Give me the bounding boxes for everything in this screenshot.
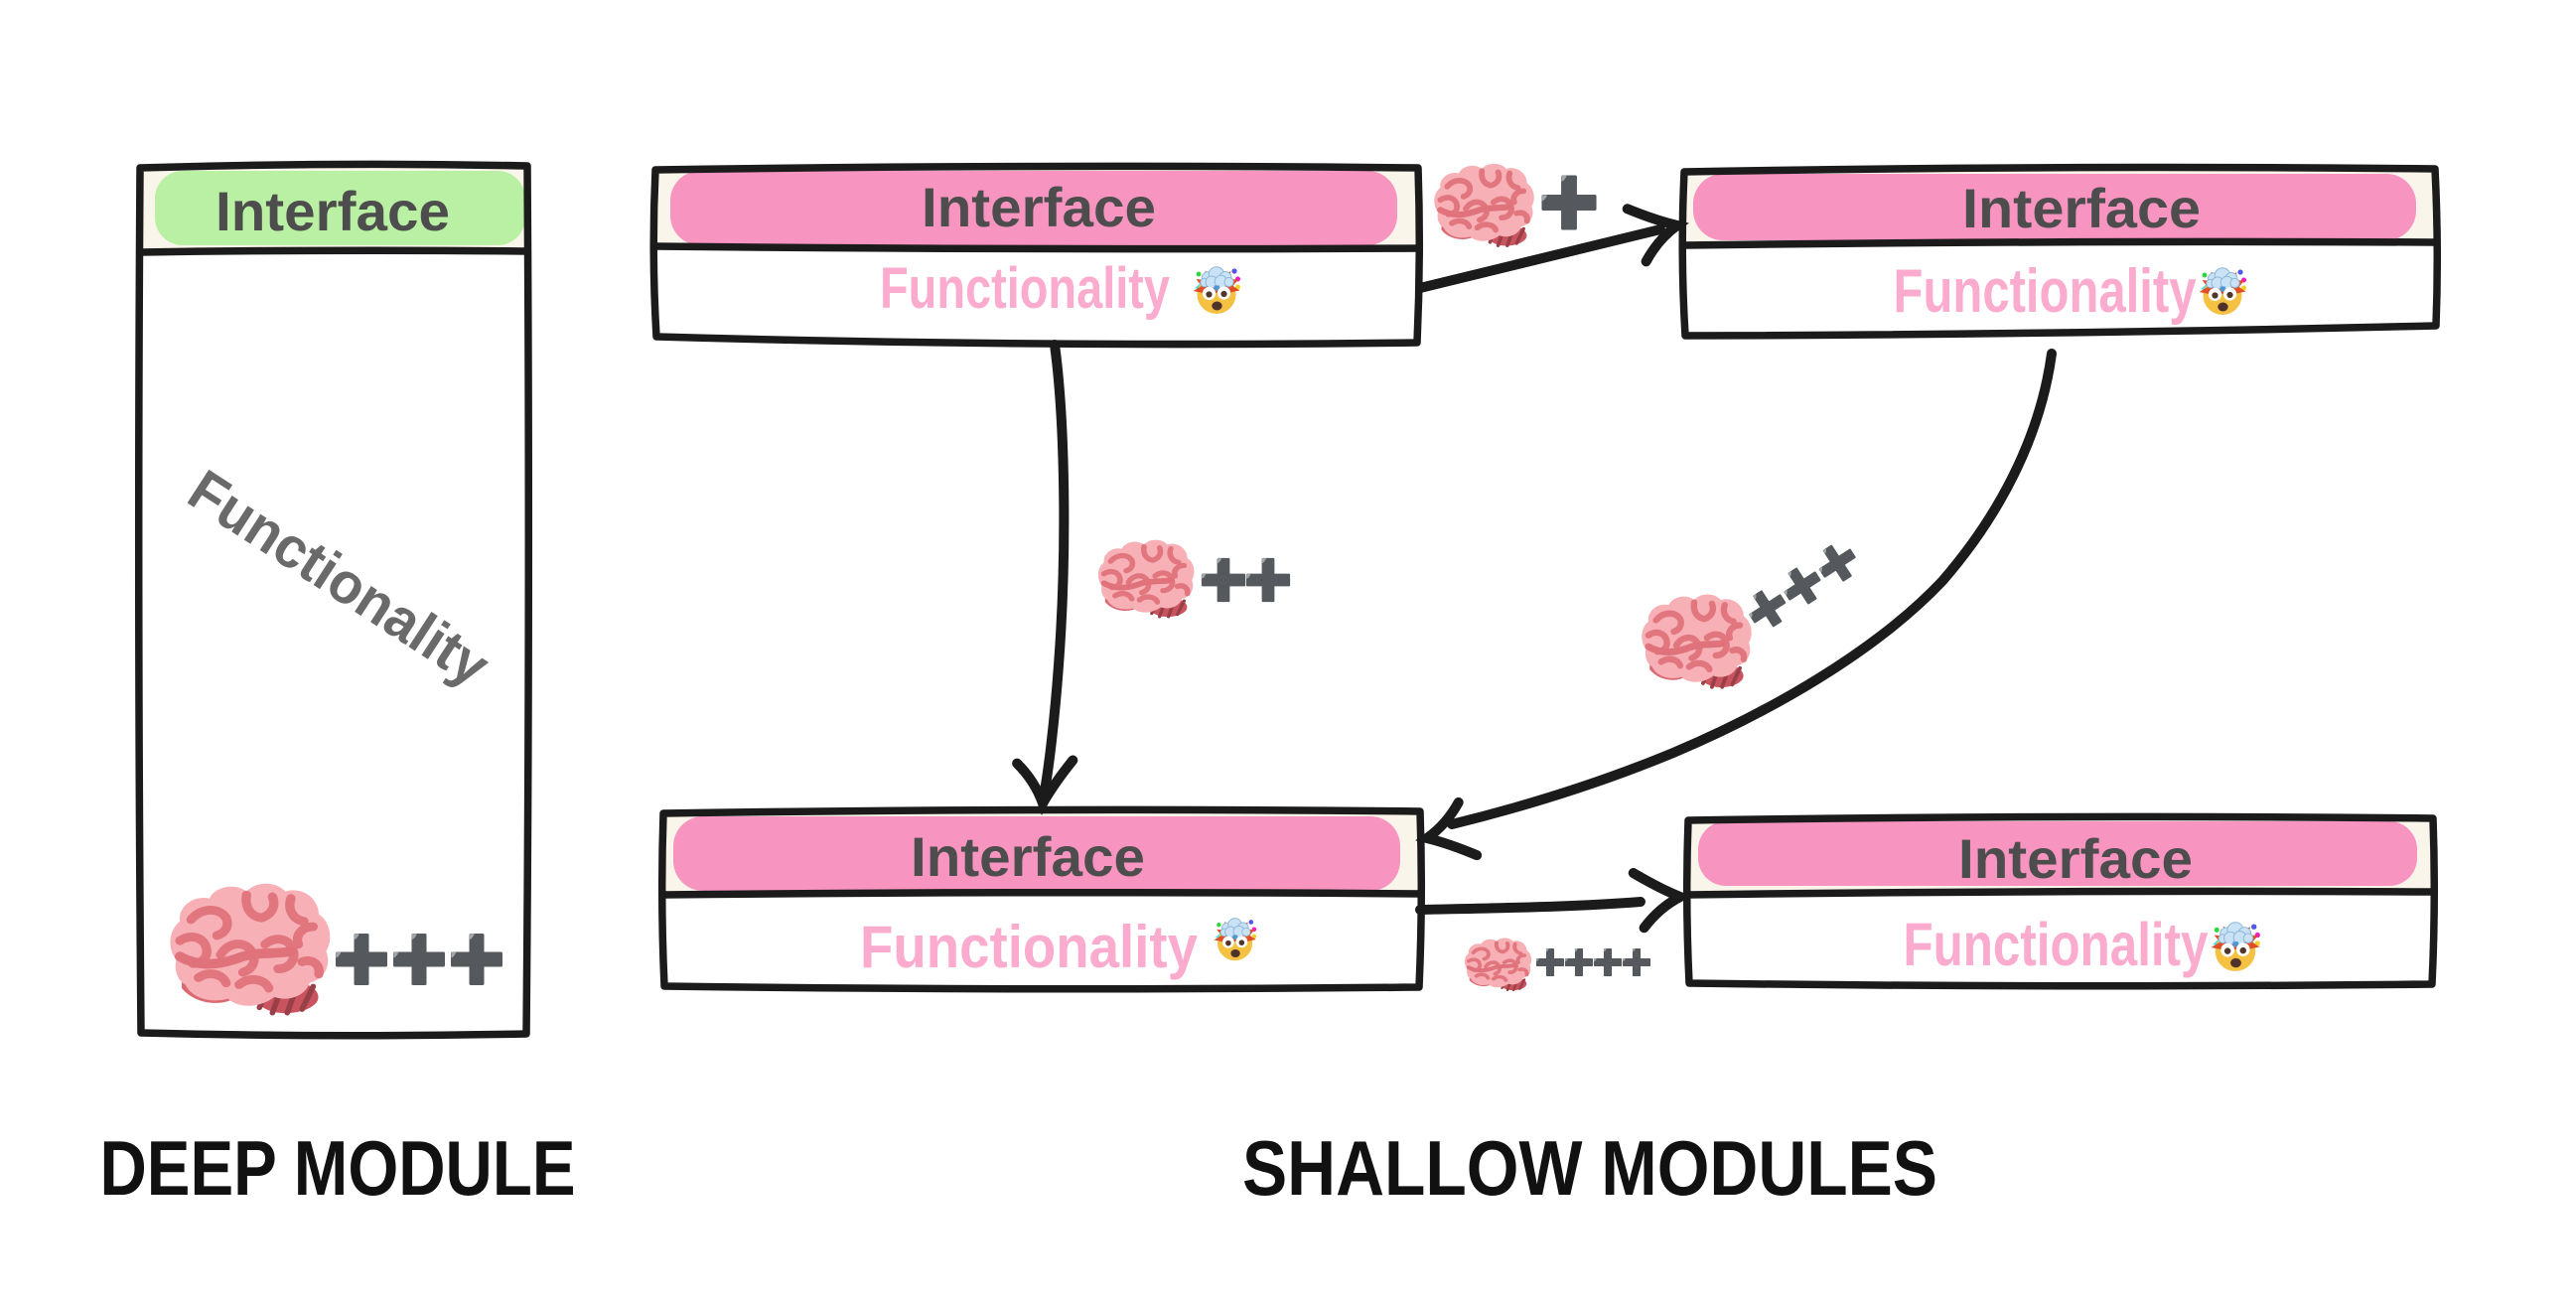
svg-text:Functionality: Functionality xyxy=(1894,257,2197,326)
svg-text:Interface: Interface xyxy=(1962,177,2201,239)
svg-text:Interface: Interface xyxy=(1958,827,2193,890)
svg-text:Functionality: Functionality xyxy=(880,256,1170,321)
svg-text:SHALLOW MODULES: SHALLOW MODULES xyxy=(1242,1124,1937,1212)
svg-text:Interface: Interface xyxy=(215,180,450,242)
svg-text:Functionality: Functionality xyxy=(1904,911,2209,978)
svg-text:Interface: Interface xyxy=(911,825,1145,888)
svg-text:DEEP MODULE: DEEP MODULE xyxy=(100,1124,576,1212)
svg-text:Interface: Interface xyxy=(922,176,1156,238)
svg-text:Functionality: Functionality xyxy=(860,914,1199,980)
